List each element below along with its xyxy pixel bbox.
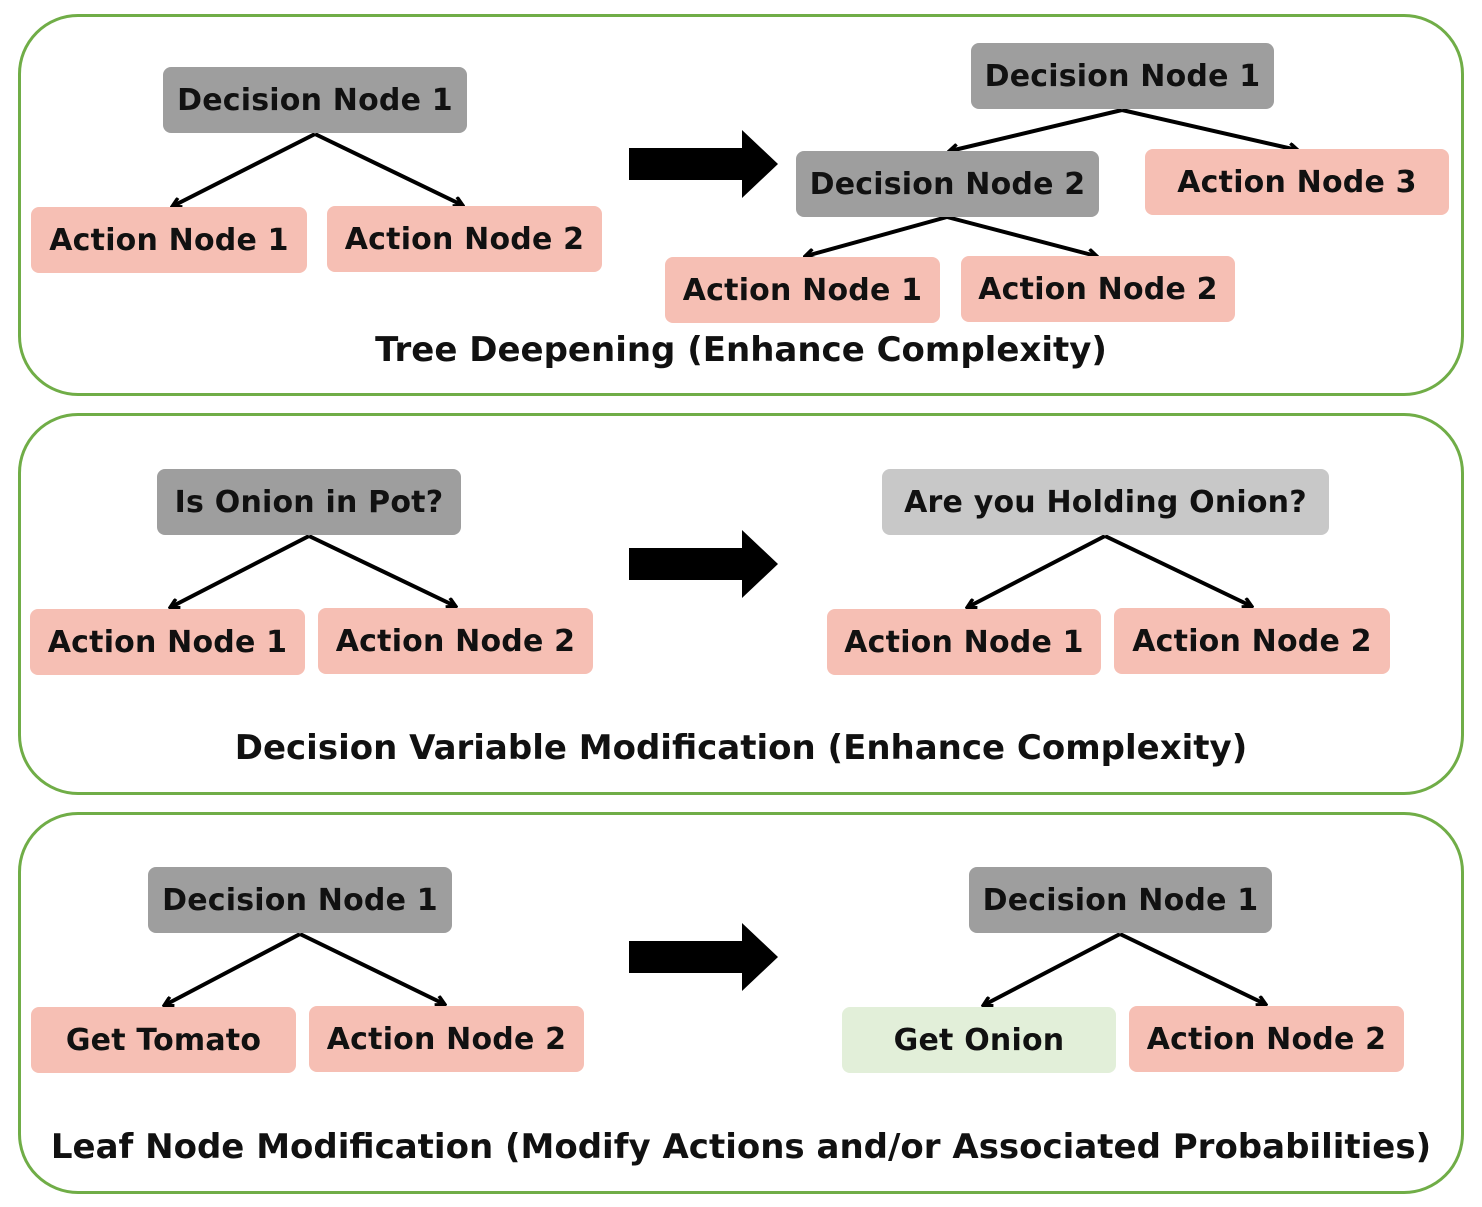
decision-node: Decision Node 1 — [163, 67, 467, 133]
decision-node: Decision Node 1 — [148, 867, 452, 933]
action-node: Action Node 2 — [327, 206, 602, 272]
action-node: Action Node 1 — [30, 609, 305, 675]
action-node: Action Node 1 — [665, 257, 940, 323]
action-node: Action Node 1 — [31, 207, 307, 273]
decision-node: Decision Node 1 — [969, 867, 1272, 933]
decision-node-modified: Are you Holding Onion? — [882, 469, 1329, 535]
panel-caption: Tree Deepening (Enhance Complexity) — [375, 330, 1107, 370]
action-node: Action Node 2 — [961, 256, 1235, 322]
decision-node: Decision Node 1 — [971, 43, 1274, 109]
action-node: Action Node 1 — [827, 609, 1101, 675]
action-node: Action Node 2 — [318, 608, 593, 674]
panel-caption: Decision Variable Modification (Enhance … — [234, 728, 1248, 768]
action-node: Action Node 3 — [1145, 149, 1449, 215]
decision-node: Is Onion in Pot? — [157, 469, 461, 535]
action-node: Get Tomato — [31, 1007, 296, 1073]
action-node-modified: Get Onion — [842, 1007, 1116, 1073]
action-node: Action Node 2 — [309, 1006, 584, 1072]
action-node: Action Node 2 — [1114, 608, 1390, 674]
action-node: Action Node 2 — [1129, 1006, 1404, 1072]
panel-caption: Leaf Node Modification (Modify Actions a… — [50, 1127, 1432, 1167]
decision-node-added: Decision Node 2 — [796, 151, 1099, 217]
